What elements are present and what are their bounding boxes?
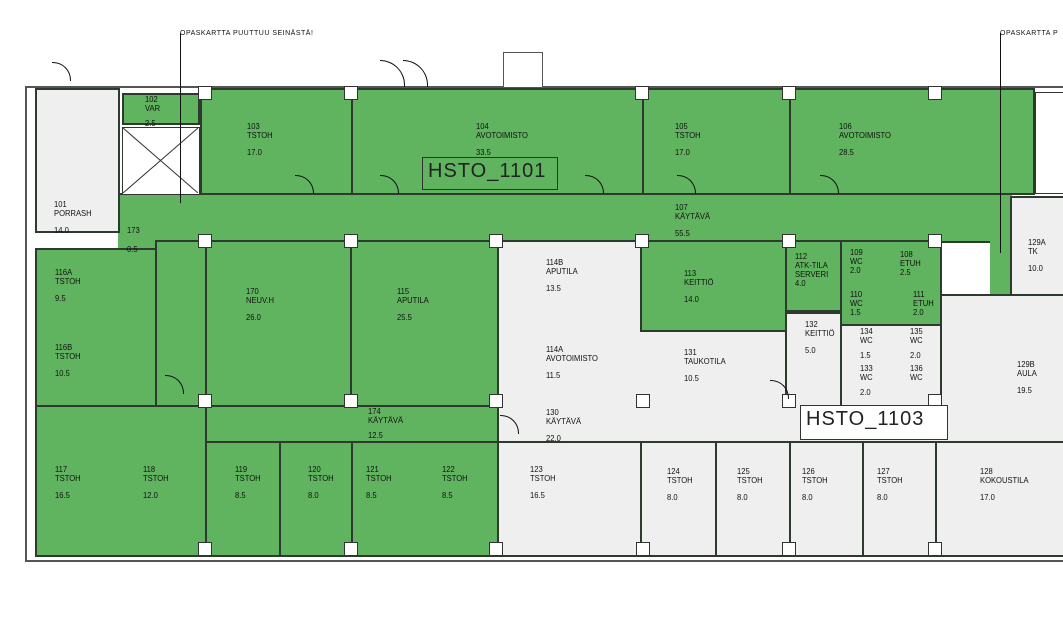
column [782, 542, 796, 556]
room-126[interactable] [789, 441, 864, 557]
room-119[interactable] [205, 441, 281, 557]
room-115[interactable] [350, 240, 499, 407]
column [928, 234, 942, 248]
column [636, 394, 650, 408]
column [198, 542, 212, 556]
room-107-corridor[interactable] [118, 193, 1003, 243]
zone-tag-1103: HSTO_1103 [800, 405, 948, 440]
room-116[interactable] [35, 248, 157, 408]
column [198, 234, 212, 248]
room-117-118[interactable] [35, 405, 207, 557]
room-129a[interactable] [1010, 196, 1063, 296]
note-right: OPASKARTTA P [1000, 30, 1059, 37]
column [489, 542, 503, 556]
column [635, 86, 649, 100]
door[interactable] [380, 60, 405, 87]
column [344, 394, 358, 408]
room-128[interactable] [935, 441, 1063, 557]
column [636, 542, 650, 556]
column [344, 86, 358, 100]
room-101[interactable] [35, 88, 120, 233]
room-105[interactable] [642, 88, 791, 195]
room-129b[interactable] [940, 294, 1063, 444]
room-103[interactable] [200, 88, 353, 195]
room-108-111[interactable] [840, 240, 942, 326]
building-outline [25, 86, 1063, 562]
room-125[interactable] [715, 441, 791, 557]
column [198, 86, 212, 100]
leader-line [1000, 33, 1001, 253]
leader-line [180, 33, 181, 203]
column [344, 234, 358, 248]
note-left: OPASKARTTA PUUTTUU SEINÄSTÄ! [180, 30, 314, 37]
room-121-122[interactable] [351, 441, 499, 557]
entrance-canopy [503, 52, 543, 88]
shaft-east [1035, 92, 1063, 194]
room-102[interactable] [122, 93, 200, 125]
column [489, 394, 503, 408]
column [928, 542, 942, 556]
shaft [122, 127, 200, 195]
column [928, 86, 942, 100]
column [198, 394, 212, 408]
column [782, 234, 796, 248]
room-123[interactable] [497, 441, 642, 557]
column [489, 234, 503, 248]
room-174[interactable] [205, 405, 499, 443]
room-113[interactable] [640, 240, 787, 332]
room-170[interactable] [205, 240, 352, 407]
door[interactable] [52, 62, 71, 81]
zone-tag-1101: HSTO_1101 [422, 157, 558, 190]
column [782, 86, 796, 100]
room-133-136[interactable] [840, 324, 942, 407]
column [344, 542, 358, 556]
column [635, 234, 649, 248]
room-106[interactable] [789, 88, 1035, 195]
door[interactable] [403, 60, 428, 87]
